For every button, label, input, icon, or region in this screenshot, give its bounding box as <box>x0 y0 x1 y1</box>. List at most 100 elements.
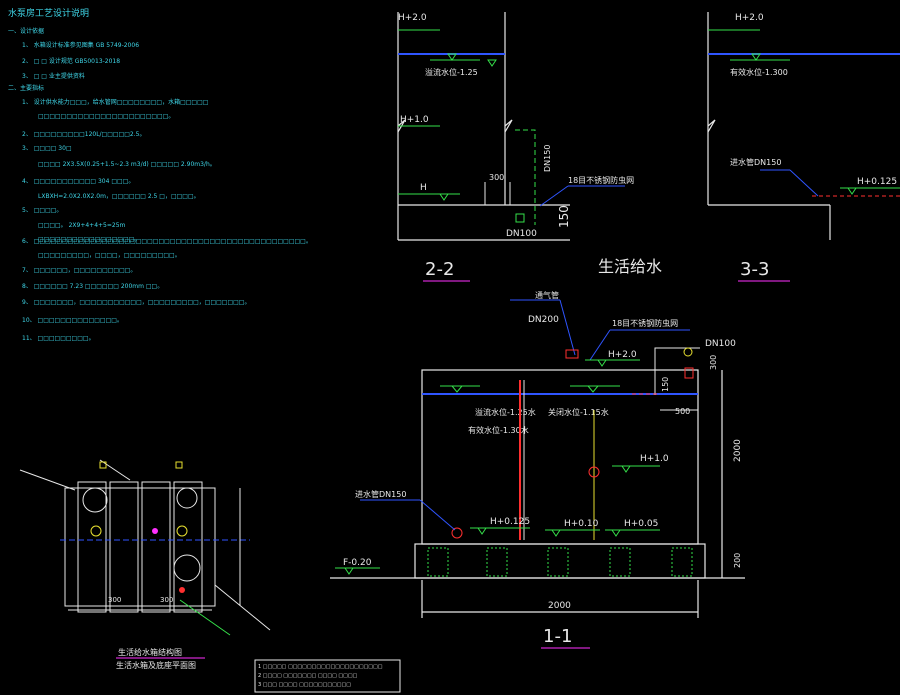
manhole <box>176 487 198 509</box>
section-1-1-base-blocks <box>427 547 693 577</box>
section-title: 3-3 <box>740 259 769 280</box>
valve <box>515 213 525 223</box>
note-line: 11、 □□□□□□□□□。 <box>22 335 95 342</box>
base-block <box>427 547 449 577</box>
inlet-pipe <box>654 347 700 395</box>
break-mark <box>397 119 406 133</box>
dim-300: 300 <box>709 355 718 370</box>
table-line: 2 □□□□ □□□□□□□ □□□□ □□□□ <box>258 673 358 679</box>
notes-table: 1 □□□□□ □□□□□□□□□□□□□□□□□□□□ 2 □□□□ □□□□… <box>254 659 401 693</box>
note-line: 5、 □□□□。 <box>22 207 62 214</box>
section-3-3-water: H+2.0 有效水位-1.300 进水管DN150 H+0.125 3-3 <box>708 13 900 282</box>
level-triangle <box>751 53 761 61</box>
leader <box>214 584 271 631</box>
note-line: 1、 设计供水能力□□□，给水管网□□□□□□□□，水箱□□□□□ <box>22 98 208 106</box>
tank-cell <box>173 481 203 613</box>
notes-title: 水泵房工艺设计说明 <box>8 7 89 19</box>
mesh-label: 18目不锈钢防虫网 <box>612 318 678 328</box>
plan-subtitle: 生活水箱及底座平面图 <box>116 660 196 670</box>
section-title: 1-1 <box>543 626 572 647</box>
note-line: 二、主要指标 <box>8 84 44 92</box>
dim-b: 300 <box>160 596 173 604</box>
section-1-1-detail: 溢流水位-1.25水 有效水位-1.30水 关闭水位-1.15水 通气管 DN2… <box>335 290 743 649</box>
f020-label: F-0.20 <box>343 558 372 568</box>
manhole <box>82 487 108 513</box>
note-line: 2、 □ □ 设计规范 GB50013-2018 <box>22 57 120 65</box>
level-label: H+1.0 <box>400 115 429 125</box>
base-block <box>486 547 508 577</box>
level-triangle <box>450 385 464 393</box>
section-1-1 <box>330 369 745 618</box>
outlet-level: H+0.125 <box>857 177 897 187</box>
inlet-size: DN100 <box>705 339 736 349</box>
level-triangle <box>611 529 621 537</box>
tank-cell <box>109 481 139 613</box>
marker <box>99 461 107 469</box>
level-label: H+2.0 <box>735 13 764 23</box>
level-triangle <box>447 53 457 61</box>
overflow-label: 溢流水位-1.25 <box>425 67 478 77</box>
pipe-label: DN150 <box>543 145 552 172</box>
fitting <box>179 587 185 593</box>
note-line: □□□□□□□□□□□□□□□□□。 <box>38 236 140 243</box>
note-line: □□□□。 2X9+4+4+5=25m <box>38 222 126 229</box>
effective-label: 有效水位-1.30水 <box>468 425 529 435</box>
h10-label: H+1.0 <box>640 454 669 464</box>
stop-label: 关闭水位-1.15水 <box>548 407 609 417</box>
leader <box>559 299 576 356</box>
note-line: □□□□□□□□□，□□□□，□□□□□□□□□。 <box>38 252 181 259</box>
break-mark <box>707 119 716 133</box>
base-block <box>609 547 631 577</box>
note-line: 9、 □□□□□□□，□□□□□□□□□□□，□□□□□□□□□，□□□□□□□… <box>22 299 250 306</box>
base <box>414 543 706 579</box>
dim-150: 150 <box>661 377 670 392</box>
drain-label: DN100 <box>506 229 537 239</box>
h005-label: H+0.05 <box>624 519 658 529</box>
dim-500: 500 <box>675 407 690 416</box>
section-title: 2-2 <box>425 259 454 280</box>
tank-cell <box>141 481 171 613</box>
leader <box>539 185 569 207</box>
note-line: 3、 □ □ 业主提供资料 <box>22 72 85 80</box>
h010-label: H+0.10 <box>564 519 599 529</box>
vent-label: 通气管 <box>535 290 559 300</box>
mesh-label: 18目不锈钢防虫网 <box>568 175 634 185</box>
note-line: 2、 □□□□□□□□□120L/□□□□□2.5。 <box>22 131 145 138</box>
section-2-2-water: H+2.0 溢流水位-1.25 H+1.0 H 300 DN150 150 DN… <box>398 13 634 282</box>
note-line: □□□□□□□□□□□□□□□□□□□□□□□。 <box>38 113 174 120</box>
table-line: 3 □□□ □□□□ □□□□□□□□□□□ <box>258 682 351 688</box>
drain-line <box>179 599 231 636</box>
leader <box>589 329 611 361</box>
center-title: 生活给水 <box>598 257 662 276</box>
marker <box>175 461 183 469</box>
plan-view <box>19 459 271 636</box>
leader <box>419 499 456 531</box>
dim-300: 300 <box>489 173 504 182</box>
leader <box>19 469 76 491</box>
level-label: H <box>420 183 427 193</box>
inlet-fitting <box>451 527 463 539</box>
vent-size: DN200 <box>528 315 559 325</box>
dim-200: 200 <box>733 553 742 568</box>
pipe-fitting <box>588 466 600 478</box>
level-triangle <box>847 187 857 195</box>
h20-label: H+2.0 <box>608 350 637 360</box>
level-triangle <box>439 193 449 201</box>
base-block <box>671 547 693 577</box>
note-line: 10、 □□□□□□□□□□□□□□。 <box>22 317 123 324</box>
level-triangle <box>621 465 631 473</box>
note-line: 6、 □□□□□□□□□□□□□□□□□□□□□□□□□□□□□□□□□□□□□… <box>22 238 312 245</box>
h0125-label: H+0.125 <box>490 517 530 527</box>
inlet-label: 进水管DN150 <box>355 489 406 499</box>
plan-view-marks: 300 300 生活给水箱结构图 生活水箱及底座平面图 <box>90 461 205 670</box>
leader <box>99 459 131 481</box>
vent-cap <box>565 349 579 359</box>
plan-title: 生活给水箱结构图 <box>118 647 182 657</box>
note-line: 1、 水箱设计标准参见图集 GB 5749-2006 <box>22 41 139 49</box>
inlet-label: 进水管DN150 <box>730 157 781 167</box>
overflow-label: 溢流水位-1.25水 <box>475 407 536 417</box>
max-level-label: 有效水位-1.300 <box>730 67 788 77</box>
